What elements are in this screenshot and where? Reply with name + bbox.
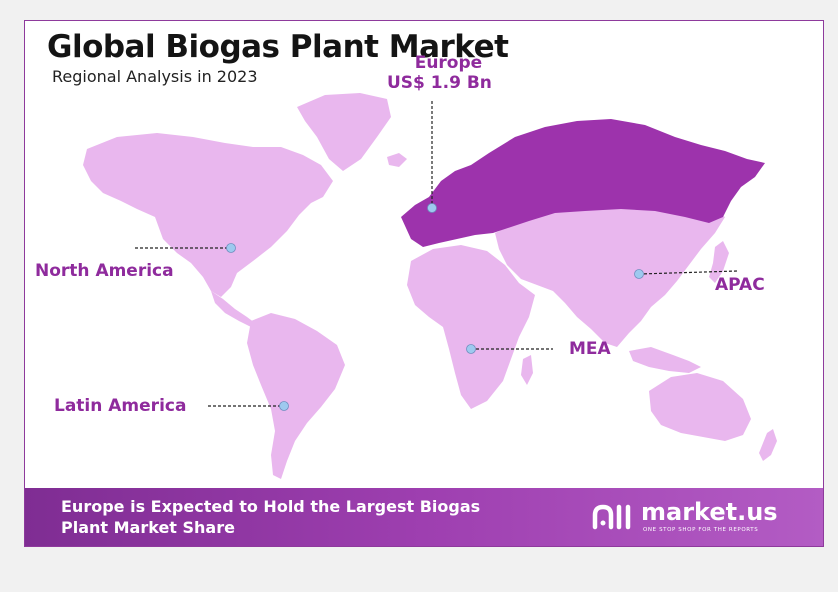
europe-label: Europe US$ 1.9 Bn bbox=[387, 53, 492, 93]
europe-value: US$ 1.9 Bn bbox=[387, 73, 492, 93]
north-america-label: North America bbox=[35, 261, 174, 281]
footer-banner: Europe is Expected to Hold the Largest B… bbox=[25, 488, 823, 546]
madagascar bbox=[521, 355, 533, 385]
new-zealand bbox=[759, 429, 777, 461]
iceland bbox=[387, 153, 407, 167]
north-america bbox=[83, 133, 333, 297]
south-america bbox=[247, 313, 345, 479]
infographic-card: Global Biogas Plant Market Regional Anal… bbox=[24, 20, 824, 547]
central-america bbox=[211, 291, 255, 327]
greenland bbox=[297, 93, 391, 171]
africa bbox=[407, 245, 535, 409]
brand: market.us ONE STOP SHOP FOR THE REPORTS bbox=[591, 498, 801, 538]
latin-america-marker bbox=[279, 401, 289, 411]
page-subtitle: Regional Analysis in 2023 bbox=[52, 67, 258, 86]
asia bbox=[495, 205, 725, 347]
latin-america-label: Latin America bbox=[54, 396, 187, 416]
mea-marker bbox=[466, 344, 476, 354]
brand-tagline: ONE STOP SHOP FOR THE REPORTS bbox=[643, 527, 759, 533]
brand-name: market.us bbox=[641, 498, 778, 526]
australia bbox=[649, 373, 751, 441]
region-markers bbox=[226, 203, 644, 411]
apac-marker bbox=[634, 269, 644, 279]
europe-marker bbox=[427, 203, 437, 213]
apac-label: APAC bbox=[715, 275, 765, 295]
page-title: Global Biogas Plant Market bbox=[47, 29, 509, 65]
europe-name: Europe bbox=[414, 53, 483, 73]
mea-label: MEA bbox=[569, 339, 611, 359]
japan bbox=[709, 241, 729, 283]
southeast-asia-islands bbox=[629, 347, 701, 373]
market-us-logo-icon bbox=[592, 504, 631, 530]
leader-lines bbox=[135, 101, 738, 407]
apac-leader-line bbox=[638, 270, 738, 275]
footer-text: Europe is Expected to Hold the Largest B… bbox=[61, 497, 481, 537]
north-america-marker bbox=[226, 243, 236, 253]
map-highlight-region bbox=[401, 119, 765, 247]
world-map bbox=[83, 93, 777, 479]
map-other-regions bbox=[83, 93, 777, 479]
europe-russia bbox=[401, 119, 765, 247]
